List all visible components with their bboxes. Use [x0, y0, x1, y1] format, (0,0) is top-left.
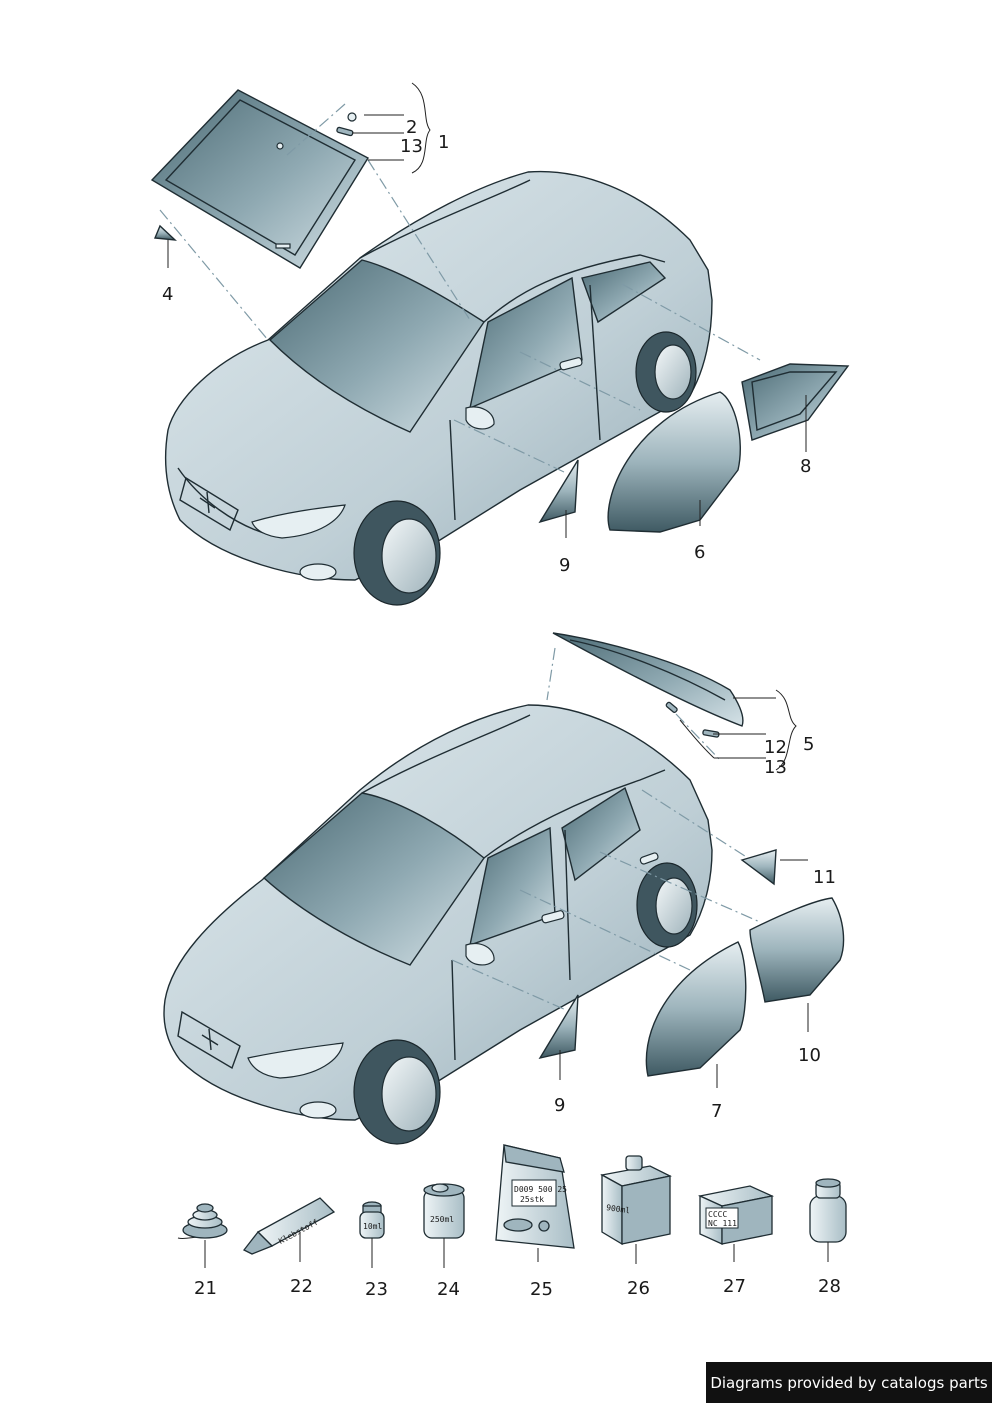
product-22-adhesive-tube: Klebstoff: [243, 1197, 336, 1262]
box-label-line2: NC 111: [708, 1219, 737, 1228]
callout-24: 24: [437, 1279, 460, 1300]
rear-glass-part-5: [552, 632, 744, 727]
callout-21: 21: [194, 1278, 217, 1299]
clip-part-13: [336, 126, 354, 137]
triangle-glass-part-9: [538, 459, 579, 524]
quarter-glass-part-11: [740, 849, 777, 886]
door-glass-part-7: [645, 941, 747, 1077]
callout-9-top: 9: [559, 555, 571, 576]
bottle-label: 10ml: [363, 1222, 382, 1231]
callout-22: 22: [290, 1276, 313, 1297]
windshield-part-1: [150, 89, 369, 269]
footer-credit[interactable]: Diagrams provided by catalogs parts: [706, 1362, 992, 1403]
car-bottom: [163, 704, 713, 1145]
bag-label-line1: D009 500 25: [514, 1185, 567, 1194]
callout-11: 11: [813, 867, 836, 888]
callout-5: 5: [803, 734, 815, 755]
car-top: [164, 170, 713, 606]
part-4: [153, 224, 177, 241]
box-label-line1: CCCC: [708, 1210, 727, 1219]
product-28-jar: [809, 1178, 847, 1262]
quarter-glass-part-8: [741, 363, 850, 441]
callout-6: 6: [694, 542, 706, 563]
callout-25: 25: [530, 1279, 553, 1300]
callout-23: 23: [365, 1279, 388, 1300]
product-27-box: CCCC NC 111: [697, 1185, 775, 1262]
product-25-bag: D009 500 25 25stk: [495, 1144, 575, 1262]
door-glass-part-10: [749, 897, 845, 1003]
can-label: 250ml: [430, 1215, 454, 1224]
callout-12: 12: [764, 737, 787, 758]
product-21-sealant-roll: [177, 1203, 228, 1268]
bag-label-line2: 25stk: [520, 1195, 544, 1204]
clip-part-13b: [702, 729, 720, 738]
callout-13-top: 13: [400, 136, 423, 157]
product-23-small-bottle: 10ml: [359, 1201, 385, 1268]
clip-part-12: [665, 701, 678, 713]
callout-4: 4: [162, 284, 174, 305]
jug-label: 900ml: [606, 1203, 631, 1215]
callout-7: 7: [711, 1101, 723, 1122]
callout-10: 10: [798, 1045, 821, 1066]
callout-8: 8: [800, 456, 812, 477]
callout-2: 2: [406, 117, 418, 138]
callout-9-bottom: 9: [554, 1095, 566, 1116]
callout-26: 26: [627, 1278, 650, 1299]
door-glass-part-6: [607, 391, 741, 533]
product-24-can: 250ml: [423, 1183, 465, 1268]
triangle-glass-part-9b: [538, 994, 579, 1060]
product-26-jug: 900ml: [600, 1155, 672, 1264]
sensor-part-2: [347, 112, 357, 122]
callout-27: 27: [723, 1276, 746, 1297]
callout-13-bottom: 13: [764, 757, 787, 778]
callout-1: 1: [438, 132, 450, 153]
callout-28: 28: [818, 1276, 841, 1297]
